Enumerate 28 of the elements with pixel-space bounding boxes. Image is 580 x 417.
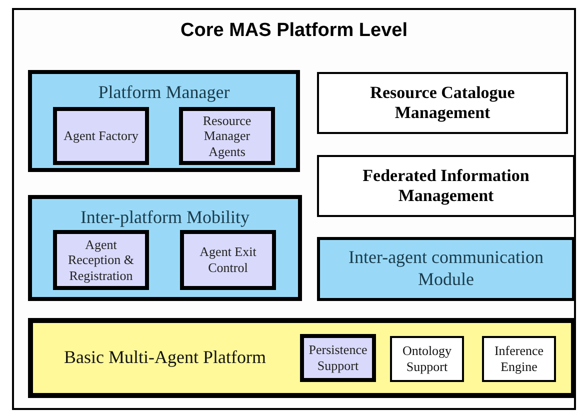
box-label: Inter-agent communication Module: [347, 247, 545, 291]
component-box: [482, 336, 556, 382]
component-box: [180, 230, 276, 290]
component-group-box: [28, 195, 302, 301]
group-title: Platform Manager: [98, 82, 230, 104]
platform-level-panel: [12, 8, 576, 410]
box-label: Agent Factory: [64, 128, 138, 144]
component-box: [179, 107, 275, 165]
box-label: Agent Reception & Registration: [66, 236, 136, 284]
component-box: [390, 336, 464, 382]
box-label: Persistence Support: [308, 342, 368, 374]
module-box: [317, 72, 568, 134]
module-box: [317, 237, 575, 301]
box-label: Ontology Support: [401, 343, 453, 375]
module-box: [317, 155, 575, 217]
component-group-box: [28, 70, 300, 172]
component-box: [53, 230, 149, 290]
box-label: Resource Manager Agents: [202, 112, 252, 160]
box-label: Agent Exit Control: [198, 244, 258, 276]
box-label: Inference Engine: [493, 343, 545, 375]
component-box: [53, 107, 149, 165]
box-label: Resource Catalogue Management: [369, 82, 516, 124]
box-label: Federated Information Management: [362, 166, 530, 206]
component-box: [300, 334, 376, 382]
platform-box: [28, 318, 576, 398]
group-title: Inter-platform Mobility: [80, 207, 250, 229]
box-label: Basic Multi-Agent Platform: [64, 347, 266, 369]
panel-title: Core MAS Platform Level: [180, 20, 408, 43]
